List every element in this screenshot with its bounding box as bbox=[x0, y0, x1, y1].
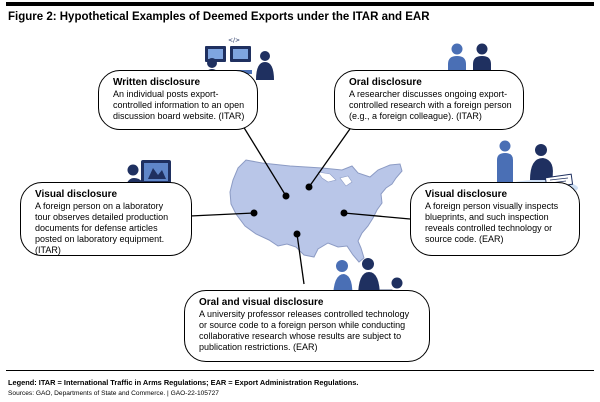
connector-oral-visual bbox=[296, 233, 305, 285]
connector-visual-left bbox=[189, 212, 255, 217]
sources: Sources: GAO, Departments of State and C… bbox=[8, 390, 219, 397]
written-disclosure-box: Written disclosure An individual posts e… bbox=[98, 70, 258, 130]
top-rule bbox=[6, 2, 594, 6]
oral-visual-disclosure-heading: Oral and visual disclosure bbox=[199, 297, 324, 308]
oral-disclosure-text: A researcher discusses ongoing export-co… bbox=[349, 89, 512, 121]
location-dot bbox=[293, 230, 301, 238]
oral-disclosure-heading: Oral disclosure bbox=[349, 77, 422, 88]
visual-disclosure-left-heading: Visual disclosure bbox=[35, 189, 118, 200]
oral-visual-disclosure-box: Oral and visual disclosure A university … bbox=[184, 290, 430, 362]
location-dot bbox=[305, 183, 313, 191]
written-disclosure-heading: Written disclosure bbox=[113, 77, 201, 88]
location-dot bbox=[340, 209, 348, 217]
location-dot bbox=[250, 209, 258, 217]
great-lakes bbox=[317, 171, 353, 187]
location-dot bbox=[282, 192, 290, 200]
visual-disclosure-left-box: Visual disclosure A foreign person on a … bbox=[20, 182, 192, 256]
connector-visual-right bbox=[343, 212, 411, 220]
oral-disclosure-box: Oral disclosure A researcher discusses o… bbox=[334, 70, 524, 130]
footer-rule bbox=[6, 370, 594, 371]
visual-disclosure-right-heading: Visual disclosure bbox=[425, 189, 508, 200]
visual-disclosure-left-text: A foreign person on a laboratory tour ob… bbox=[35, 201, 169, 255]
svg-text:</>: </> bbox=[228, 37, 240, 44]
legend: Legend: ITAR = International Traffic in … bbox=[8, 378, 359, 387]
connector-oral bbox=[308, 125, 353, 188]
figure-title: Figure 2: Hypothetical Examples of Deeme… bbox=[8, 11, 430, 23]
oral-visual-disclosure-text: A university professor releases controll… bbox=[199, 309, 410, 352]
visual-disclosure-right-box: Visual disclosure A foreign person visua… bbox=[410, 182, 580, 256]
us-map bbox=[229, 159, 403, 263]
written-disclosure-text: An individual posts export-controlled in… bbox=[113, 89, 245, 121]
visual-disclosure-right-text: A foreign person visually inspects bluep… bbox=[425, 201, 559, 244]
connector-written bbox=[242, 125, 287, 197]
